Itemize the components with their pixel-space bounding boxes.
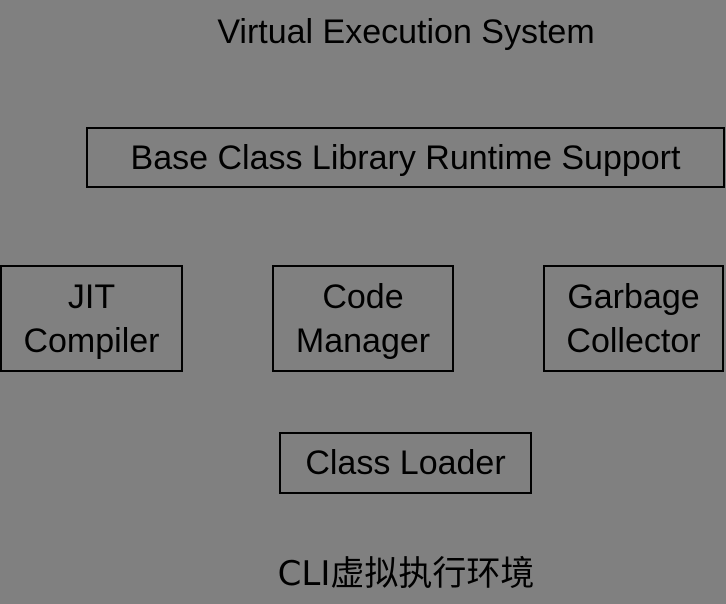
base-class-library-box: Base Class Library Runtime Support <box>86 127 725 188</box>
garbage-collector-box: Garbage Collector <box>543 265 724 372</box>
code-manager-box: Code Manager <box>272 265 454 372</box>
diagram-title: Virtual Execution System <box>217 13 595 51</box>
jit-compiler-box: JIT Compiler <box>0 265 183 372</box>
class-loader-box: Class Loader <box>279 432 532 494</box>
diagram-caption: CLI虚拟执行环境 <box>277 554 535 594</box>
